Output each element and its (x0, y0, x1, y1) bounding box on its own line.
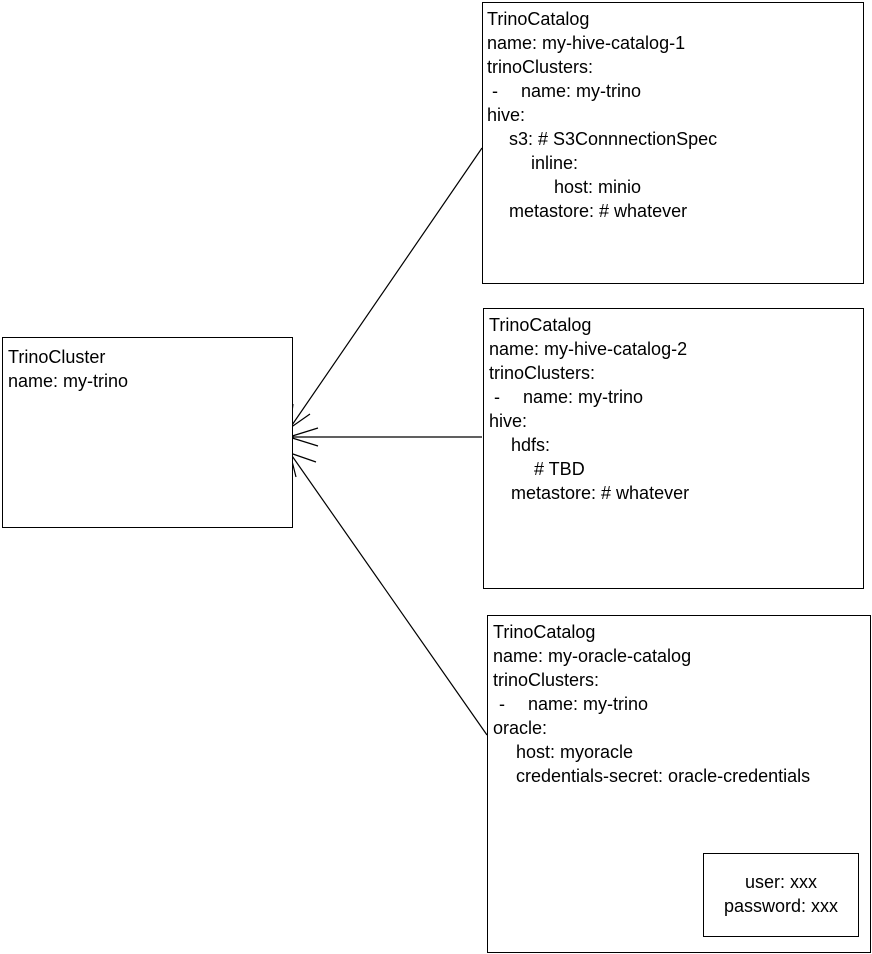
catalog1-cluster-ref: name: my-trino (521, 81, 642, 101)
catalog2-cluster-ref: name: my-trino (523, 387, 644, 407)
catalog2-name: name: my-hive-catalog-2 (489, 339, 688, 359)
cluster-kind: TrinoCluster (8, 347, 106, 367)
catalog3-kind: TrinoCatalog (493, 622, 596, 642)
catalog3-clusters-label: trinoClusters: (493, 670, 600, 690)
catalog3-dash: - (499, 694, 505, 714)
catalog2-clusters-label: trinoClusters: (489, 363, 596, 383)
secret-password: password: xxx (723, 896, 839, 916)
catalog1-name: name: my-hive-catalog-1 (487, 33, 686, 53)
catalog3-host: host: myoracle (516, 742, 634, 762)
catalog1-metastore: metastore: # whatever (509, 201, 688, 221)
arrow-catalog2-to-cluster (288, 427, 482, 447)
catalog1-clusters-label: trinoClusters: (487, 57, 594, 77)
catalog2-metastore: metastore: # whatever (511, 483, 690, 503)
catalog2-dash: - (494, 387, 500, 407)
catalog2-hdfs: hdfs: (511, 435, 551, 455)
arrow-catalog3-to-cluster (289, 452, 488, 736)
catalog1-inline: inline: (531, 153, 579, 173)
catalog1-hive: hive: (487, 105, 526, 125)
catalog1-dash: - (492, 81, 498, 101)
catalog1-kind: TrinoCatalog (487, 9, 590, 29)
catalog1-box (482, 2, 864, 284)
catalog2-tbd: # TBD (534, 459, 585, 479)
catalog1-host: host: minio (554, 177, 642, 197)
trino-cluster-box (2, 337, 293, 528)
secret-box (703, 853, 859, 937)
catalog2-kind: TrinoCatalog (489, 315, 592, 335)
catalog3-secret: credentials-secret: oracle-credentials (516, 766, 811, 786)
catalog2-hive: hive: (489, 411, 528, 431)
catalog3-name: name: my-oracle-catalog (493, 646, 692, 666)
catalog3-cluster-ref: name: my-trino (528, 694, 649, 714)
catalog2-box (483, 308, 864, 589)
catalog3-box (487, 615, 871, 953)
catalog1-s3: s3: # S3ConnnectionSpec (509, 129, 718, 149)
catalog3-oracle: oracle: (493, 718, 548, 738)
arrow-catalog1-to-cluster (289, 147, 483, 429)
cluster-name: name: my-trino (8, 371, 129, 391)
secret-user: user: xxx (744, 872, 818, 892)
